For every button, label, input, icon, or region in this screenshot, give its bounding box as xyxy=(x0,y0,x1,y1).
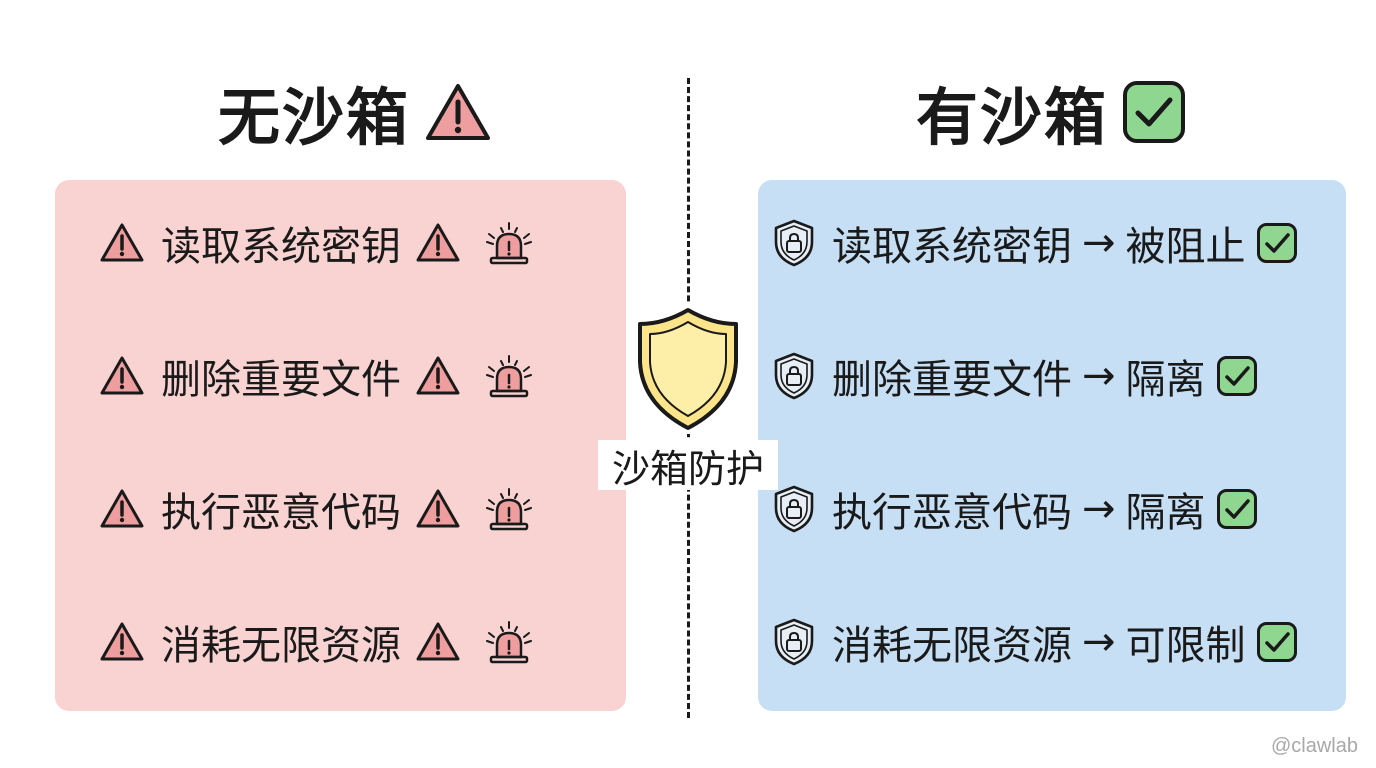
item-result: 可限制 xyxy=(1125,623,1246,669)
list-item: 删除重要文件 → 隔离 xyxy=(772,346,1258,406)
item-text: 删除重要文件 xyxy=(832,357,1072,403)
arrow: → xyxy=(1082,619,1116,665)
panel-with-sandbox: 读取系统密钥 → 被阻止 删除重要文件 → 隔离 执行恶意代码 → xyxy=(758,180,1346,711)
watermark: @clawlab xyxy=(1270,735,1358,757)
item-text: 删除重要文件 xyxy=(161,357,401,403)
alarm-icon xyxy=(486,222,532,265)
title-no-sandbox: 无沙箱 xyxy=(218,70,492,154)
item-text: 读取系统密钥 xyxy=(832,224,1072,270)
alarm-icon xyxy=(486,355,532,398)
alarm-icon xyxy=(486,621,532,664)
warning-icon xyxy=(416,223,460,262)
checkmark-box-icon xyxy=(1256,622,1297,662)
warning-icon xyxy=(100,622,144,661)
sandbox-protection-label: 沙箱防护 xyxy=(598,440,778,491)
item-text: 执行恶意代码 xyxy=(161,490,401,536)
list-item: 执行恶意代码 xyxy=(99,479,537,539)
item-text: 消耗无限资源 xyxy=(832,623,1072,669)
item-result: 隔离 xyxy=(1125,357,1206,403)
list-item: 读取系统密钥 → 被阻止 xyxy=(772,213,1298,273)
title-with-sandbox-text: 有沙箱 xyxy=(916,81,1109,154)
shield-lock-icon xyxy=(774,618,814,666)
warning-icon xyxy=(416,622,460,661)
list-item: 消耗无限资源 xyxy=(99,612,537,672)
title-no-sandbox-text: 无沙箱 xyxy=(218,81,411,154)
item-result: 隔离 xyxy=(1125,490,1206,536)
alarm-icon xyxy=(486,488,532,531)
item-result: 被阻止 xyxy=(1125,224,1246,270)
arrow: → xyxy=(1082,353,1116,399)
shield-lock-icon xyxy=(774,352,814,400)
item-text: 消耗无限资源 xyxy=(161,623,401,669)
shield-lock-icon xyxy=(774,485,814,533)
checkmark-box-icon xyxy=(1216,489,1257,529)
warning-icon xyxy=(416,489,460,528)
arrow: → xyxy=(1082,486,1116,532)
shield-icon xyxy=(630,304,746,434)
checkmark-box-icon xyxy=(1123,81,1186,143)
warning-icon xyxy=(416,356,460,395)
checkmark-box-icon xyxy=(1256,223,1297,263)
warning-icon xyxy=(100,356,144,395)
title-with-sandbox: 有沙箱 xyxy=(916,70,1186,154)
shield-lock-icon xyxy=(774,219,814,267)
list-item: 执行恶意代码 → 隔离 xyxy=(772,479,1258,539)
item-text: 读取系统密钥 xyxy=(161,224,401,270)
list-item: 删除重要文件 xyxy=(99,346,537,406)
item-text: 执行恶意代码 xyxy=(832,490,1072,536)
list-item: 消耗无限资源 → 可限制 xyxy=(772,612,1298,672)
list-item: 读取系统密钥 xyxy=(99,213,537,273)
warning-icon xyxy=(426,84,491,140)
arrow: → xyxy=(1082,220,1116,266)
warning-icon xyxy=(100,489,144,528)
panel-no-sandbox: 读取系统密钥 删除重要文件 xyxy=(55,180,626,711)
checkmark-box-icon xyxy=(1216,356,1257,396)
warning-icon xyxy=(100,223,144,262)
